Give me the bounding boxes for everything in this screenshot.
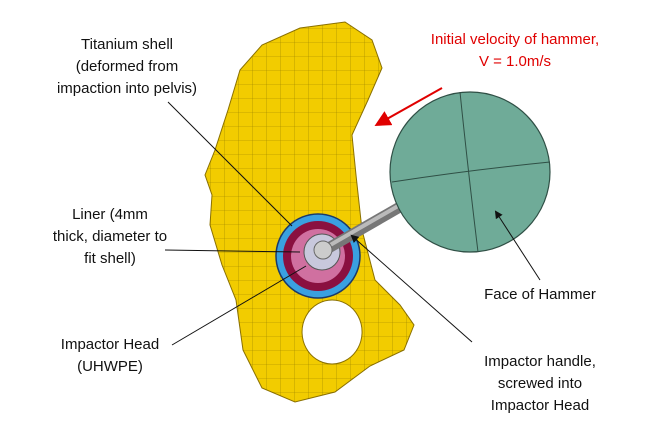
label-line: Titanium shell [81, 36, 173, 53]
velocity-arrow [374, 87, 443, 126]
label-impactor-head: Impactor Head (UHWPE) [61, 334, 159, 378]
hammer-face [389, 91, 551, 253]
label-line: V = 1.0m/s [478, 53, 552, 70]
label-line: (UHWPE) [77, 358, 143, 375]
label-face-of-hammer: Face of Hammer [484, 284, 596, 306]
label-line: Liner (4mm [72, 206, 148, 223]
label-line: Impactor handle, [484, 353, 596, 370]
label-line: impaction into pelvis) [56, 80, 198, 97]
label-titanium-shell: Titanium shell (deformed from impaction … [57, 34, 197, 100]
pelvis-model [204, 21, 415, 403]
label-liner: Liner (4mm thick, diameter to fit shell) [53, 204, 167, 270]
label-line: Impactor Head [60, 336, 160, 353]
label-line: Face of Hammer [484, 286, 596, 303]
label-line: Impactor Head [490, 397, 590, 414]
label-line: (deformed from [75, 58, 179, 75]
label-line: screwed into [497, 375, 583, 392]
label-line: fit shell) [84, 250, 136, 267]
label-line: Initial velocity of hammer, [430, 31, 600, 48]
impactor-handle [313, 198, 411, 260]
label-velocity: Initial velocity of hammer, V = 1.0m/s [431, 29, 599, 73]
label-impactor-handle: Impactor handle, screwed into Impactor H… [484, 351, 596, 417]
leader-lines [164, 101, 541, 346]
label-line: thick, diameter to [52, 228, 168, 245]
